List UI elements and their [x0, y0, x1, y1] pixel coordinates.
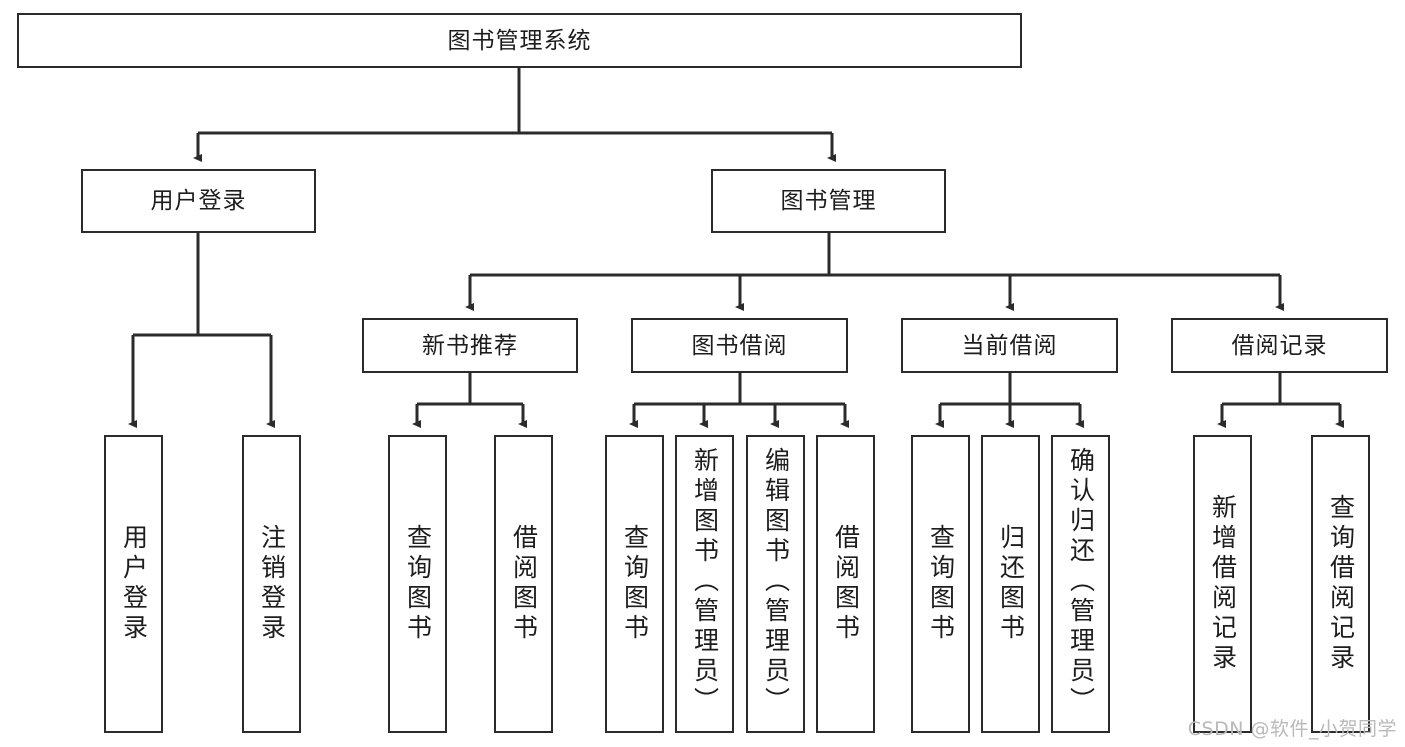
leaf-edit-book-admin[interactable]: 编辑图书（管理员）	[746, 435, 805, 733]
node-label: 图书管理系统	[447, 27, 592, 54]
node-label: 新增借阅记录	[1208, 494, 1238, 674]
leaf-query-borrow-record[interactable]: 查询借阅记录	[1311, 435, 1370, 733]
node-label: 查询借阅记录	[1326, 494, 1356, 674]
node-label: 图书借阅	[691, 332, 788, 359]
node-label: 编辑图书（管理员）	[761, 447, 791, 717]
leaf-return-book[interactable]: 归还图书	[981, 435, 1040, 733]
node-label: 新书推荐	[422, 332, 518, 359]
node-label: 用户登录	[119, 524, 149, 644]
leaf-borrow-book-recommend[interactable]: 借阅图书	[494, 435, 553, 733]
leaf-user-login[interactable]: 用户登录	[104, 435, 163, 733]
node-label: 当前借阅	[961, 332, 1058, 359]
node-current-borrow[interactable]: 当前借阅	[901, 318, 1118, 373]
leaf-borrow-book[interactable]: 借阅图书	[816, 435, 875, 733]
leaf-query-book-borrow[interactable]: 查询图书	[605, 435, 664, 733]
leaf-add-borrow-record[interactable]: 新增借阅记录	[1193, 435, 1252, 733]
leaf-confirm-return-admin[interactable]: 确认归还（管理员）	[1051, 435, 1110, 733]
node-label: 新增图书（管理员）	[690, 447, 720, 717]
node-label: 注销登录	[257, 524, 287, 644]
node-label: 查询图书	[403, 524, 433, 644]
leaf-query-book-recommend[interactable]: 查询图书	[388, 435, 447, 733]
node-user-login[interactable]: 用户登录	[81, 169, 316, 233]
node-label: 查询图书	[926, 524, 956, 644]
node-book-borrow[interactable]: 图书借阅	[631, 318, 848, 373]
node-new-book-recommend[interactable]: 新书推荐	[362, 318, 578, 373]
leaf-query-book-current[interactable]: 查询图书	[911, 435, 970, 733]
node-label: 借阅图书	[831, 524, 861, 644]
node-book-management[interactable]: 图书管理	[711, 169, 946, 233]
node-root-system[interactable]: 图书管理系统	[17, 13, 1022, 68]
node-label: 确认归还（管理员）	[1066, 447, 1096, 717]
node-label: 归还图书	[996, 524, 1026, 644]
node-label: 用户登录	[150, 188, 247, 214]
node-label: 查询图书	[620, 524, 650, 644]
leaf-add-book-admin[interactable]: 新增图书（管理员）	[675, 435, 734, 733]
node-label: 借阅图书	[509, 524, 539, 644]
node-label: 图书管理	[780, 188, 877, 214]
node-label: 借阅记录	[1231, 332, 1328, 359]
watermark: CSDN @软件_小贺同学	[1187, 718, 1397, 740]
node-borrow-record[interactable]: 借阅记录	[1171, 318, 1388, 373]
leaf-logout-login[interactable]: 注销登录	[242, 435, 301, 733]
